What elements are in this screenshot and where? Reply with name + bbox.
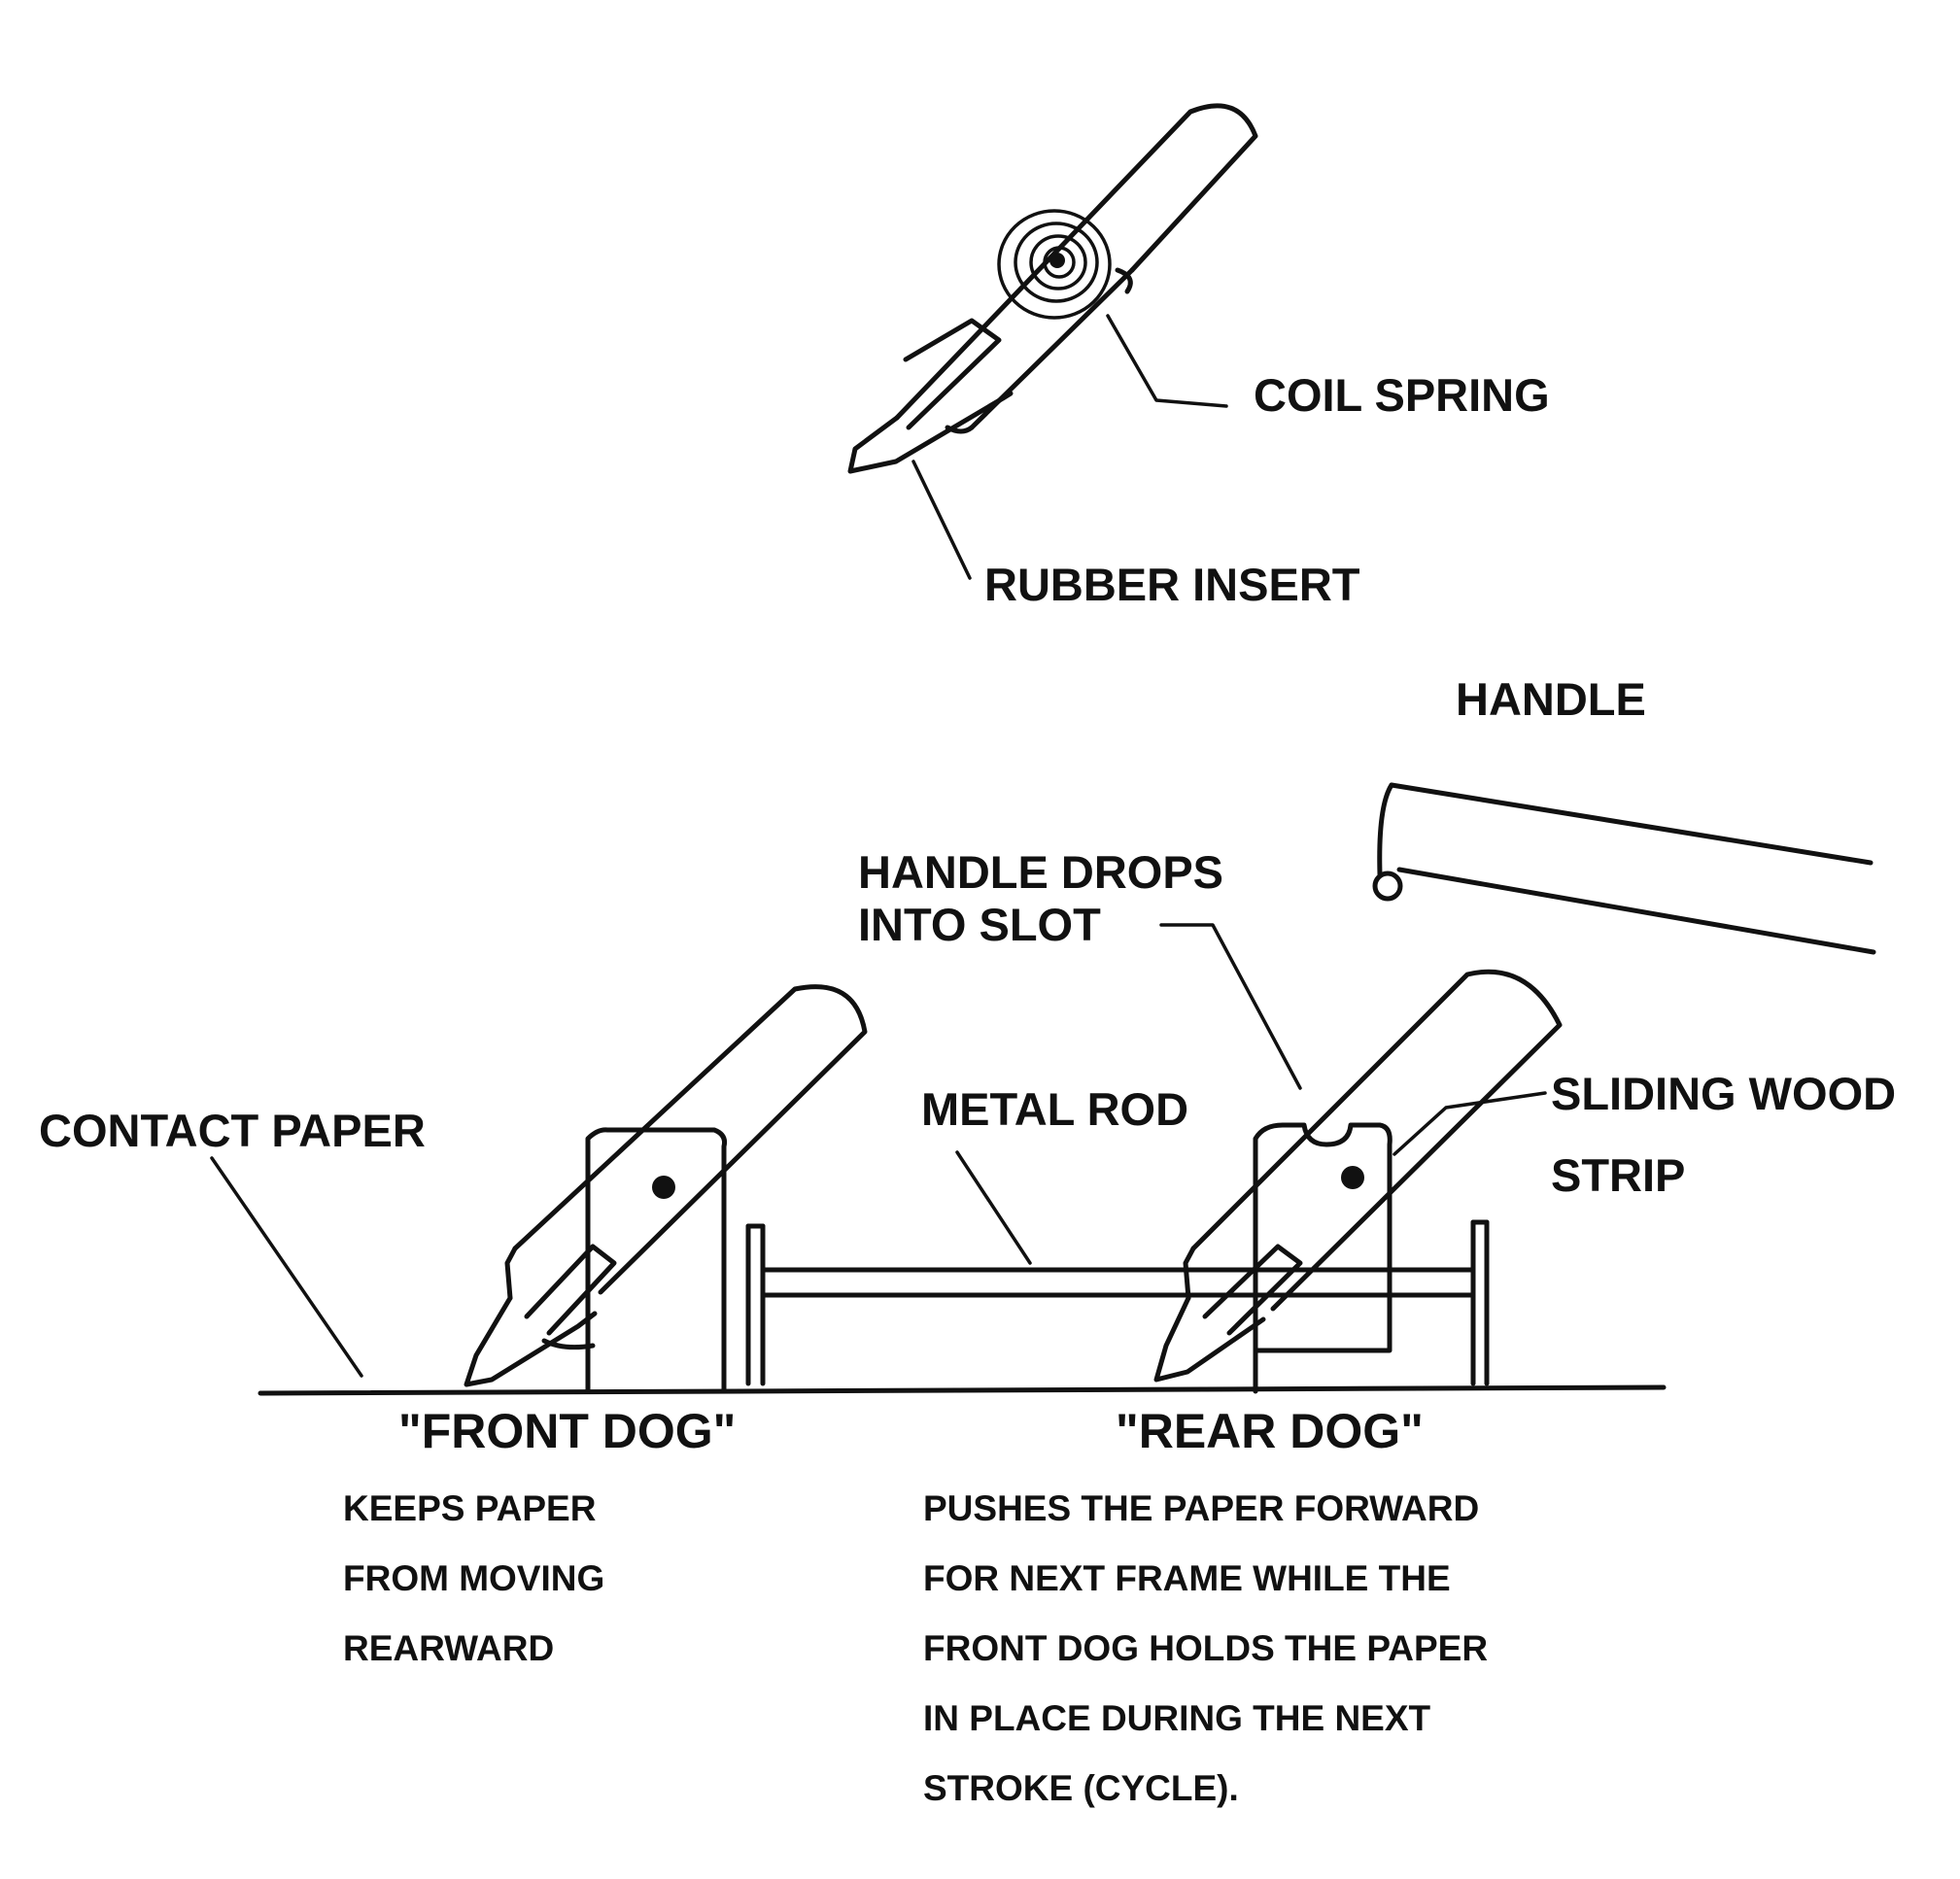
rear-dog-description: PUSHES THE PAPER FORWARD FOR NEXT FRAME … — [923, 1490, 1488, 1840]
front-dog-title: "FRONT DOG" — [398, 1404, 737, 1458]
front-dog-description: KEEPS PAPER FROM MOVING REARWARD — [343, 1490, 604, 1700]
rear-dog-drawing — [1153, 923, 1563, 1394]
metal-rod-drawing — [745, 1150, 1490, 1386]
front-dog-desc-line: FROM MOVING — [343, 1558, 605, 1598]
rear-dog-desc-line: IN PLACE DURING THE NEXT — [923, 1698, 1431, 1738]
front-dog-desc-line: REARWARD — [343, 1628, 555, 1668]
handle-label: HANDLE — [1456, 673, 1646, 725]
front-dog-desc-line: KEEPS PAPER — [343, 1488, 597, 1528]
contact-paper-line — [258, 1384, 1667, 1396]
sliding-wood-strip-label-line1: SLIDING WOOD — [1551, 1068, 1897, 1119]
front-dog-drawing — [210, 984, 868, 1394]
rear-dog-title: "REAR DOG" — [1116, 1404, 1424, 1458]
coil-spring-drawing — [997, 209, 1112, 320]
rubber-insert-label: RUBBER INSERT — [984, 559, 1360, 610]
rear-dog-desc-line: PUSHES THE PAPER FORWARD — [923, 1488, 1480, 1528]
sliding-wood-strip-label-line2: STRIP — [1551, 1149, 1686, 1201]
handle-drops-label-line1: HANDLE DROPS — [858, 846, 1224, 898]
rear-dog-desc-line: FRONT DOG HOLDS THE PAPER — [923, 1628, 1489, 1668]
handle-drawing — [1372, 782, 1876, 955]
handle-drops-label-line2: INTO SLOT — [858, 899, 1101, 950]
dog-detail-drawing — [847, 103, 1258, 580]
rear-dog-desc-line: STROKE (CYCLE). — [923, 1768, 1239, 1808]
rear-dog-desc-line: FOR NEXT FRAME WHILE THE — [923, 1558, 1451, 1598]
contact-paper-label: CONTACT PAPER — [39, 1105, 426, 1156]
coil-spring-label: COIL SPRING — [1254, 369, 1550, 421]
metal-rod-label: METAL ROD — [921, 1083, 1189, 1135]
